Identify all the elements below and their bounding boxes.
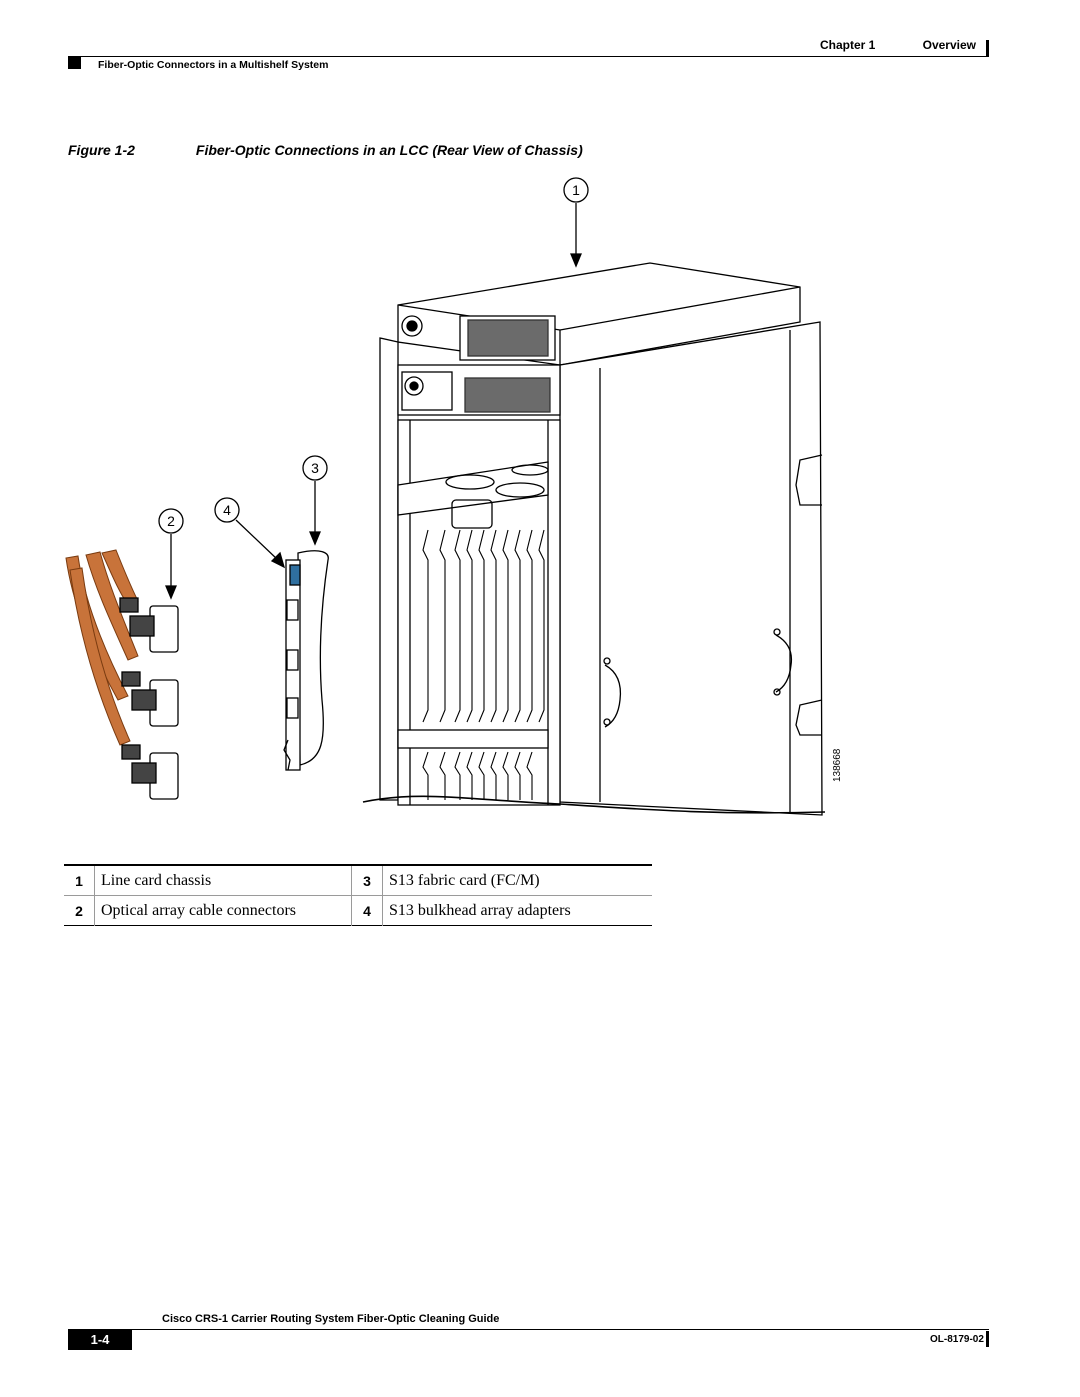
header-marker-bar bbox=[986, 40, 989, 56]
page-number: 1-4 bbox=[68, 1330, 132, 1350]
footer-guide-title: Cisco CRS-1 Carrier Routing System Fiber… bbox=[162, 1313, 500, 1325]
figure-title: Fiber-Optic Connections in an LCC (Rear … bbox=[195, 142, 583, 158]
callout-label-4: 4 bbox=[223, 502, 231, 518]
footer-rule bbox=[68, 1329, 989, 1330]
callout-label-3: 3 bbox=[311, 460, 319, 476]
callout-circle-1 bbox=[563, 177, 589, 203]
legend-description: S13 bulkhead array adapters bbox=[389, 901, 571, 919]
header-square-marker bbox=[68, 56, 81, 69]
legend-number: 1 bbox=[64, 865, 95, 896]
legend-description: S13 fabric card (FC/M) bbox=[389, 871, 540, 889]
table-row: 1 Line card chassis 3 S13 fabric card (F… bbox=[64, 865, 652, 896]
legend-description: Line card chassis bbox=[94, 865, 352, 896]
art-id-label: 138668 bbox=[832, 748, 843, 782]
legend-number: 2 bbox=[64, 895, 95, 926]
figure-legend-table: 1 Line card chassis 3 S13 fabric card (F… bbox=[64, 864, 652, 926]
chapter-label: Chapter 1 bbox=[820, 38, 876, 52]
table-row: 2 Optical array cable connectors 4 S13 b… bbox=[64, 895, 652, 926]
doc-number: OL-8179-02 bbox=[930, 1334, 984, 1345]
footer-marker-bar bbox=[986, 1331, 989, 1347]
chassis-illustration: 1 3 4 2 138668 bbox=[65, 177, 843, 816]
section-title: Fiber-Optic Connectors in a Multishelf S… bbox=[98, 59, 329, 71]
callout-label-2: 2 bbox=[167, 513, 175, 529]
header-rule bbox=[68, 56, 989, 57]
figure-number: Figure 1-2 bbox=[68, 142, 135, 158]
chapter-title: Overview bbox=[922, 38, 976, 52]
legend-description: Optical array cable connectors bbox=[94, 895, 352, 926]
running-header-chapter: Chapter 1 Overview bbox=[820, 38, 976, 52]
legend-number: 3 bbox=[351, 865, 383, 896]
figure-caption: Figure 1-2 Fiber-Optic Connections in an… bbox=[68, 142, 583, 158]
legend-number: 4 bbox=[351, 895, 383, 926]
callout-label-1: 1 bbox=[572, 182, 580, 198]
